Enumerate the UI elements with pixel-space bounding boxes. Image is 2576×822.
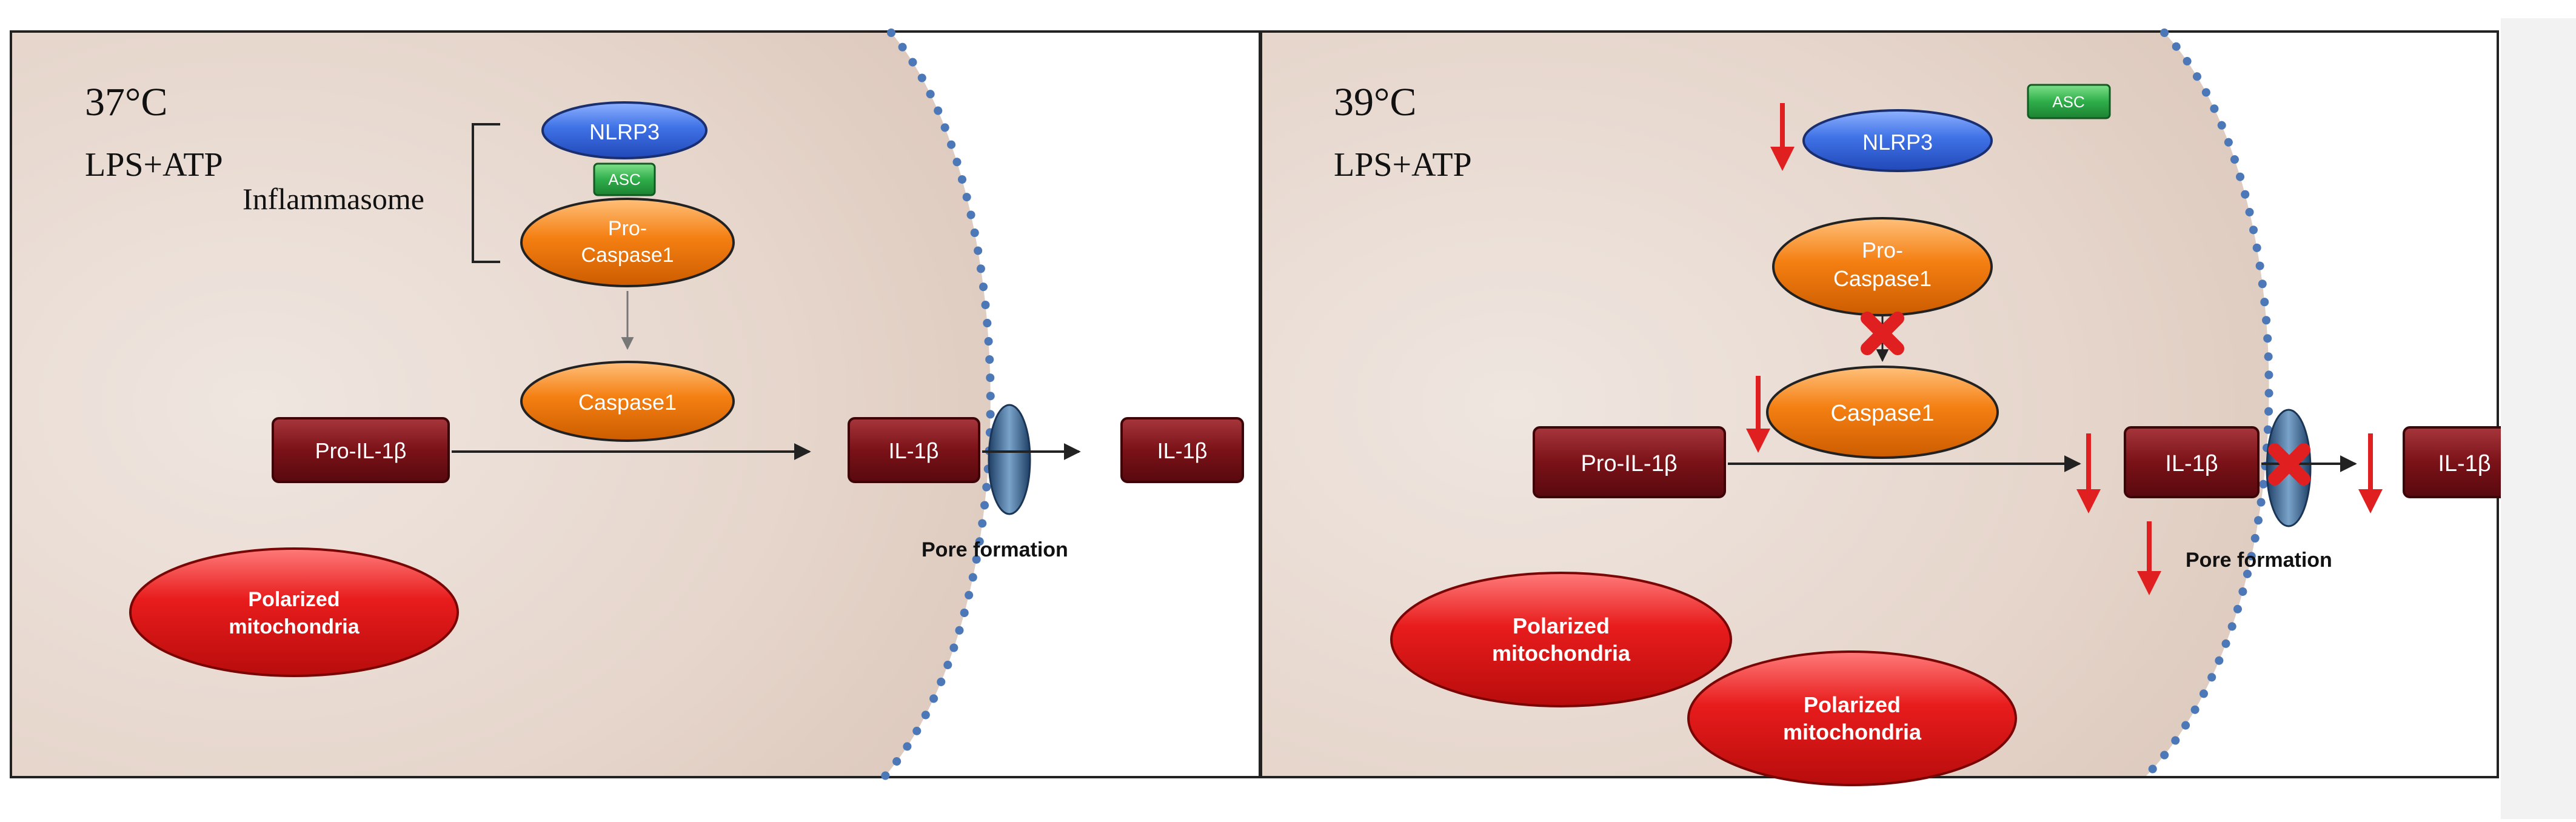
asc-node: ASC (2027, 84, 2111, 119)
pro-caspase1-node: Pro- Caspase1 (1772, 217, 1993, 316)
blocked-cross-icon (1861, 312, 1904, 355)
temperature-label: 39°C (1334, 80, 1416, 124)
asc-label: ASC (2052, 93, 2084, 111)
nlrp3-label: NLRP3 (1862, 130, 1933, 155)
asc-label: ASC (608, 170, 640, 189)
pore-icon (988, 404, 1031, 515)
cell-membrane (881, 28, 995, 780)
pro-il1b-node: Pro-IL-1β (1533, 426, 1726, 498)
il1b-outside-node: IL-1β (2403, 426, 2526, 498)
inflammasome-label: Inflammasome (243, 182, 424, 216)
inflammasome-bracket (472, 123, 500, 263)
pore-formation-label: Pore formation (922, 538, 1068, 561)
mitochondria-label-line1: Polarized (1804, 692, 1901, 717)
mitochondria-label-line1: Polarized (1513, 613, 1610, 638)
mitochondria-label-line1: Polarized (248, 588, 340, 611)
caspase1-node: Caspase1 (1766, 366, 1999, 459)
il1b-outside-node: IL-1β (1120, 417, 1244, 483)
pro-caspase1-label-line1: Pro- (1862, 238, 1903, 262)
il1b-inside-node: IL-1β (2124, 426, 2260, 498)
pro-caspase1-label-line2: Caspase1 (581, 244, 674, 267)
pore-formation-label: Pore formation (2186, 549, 2332, 572)
il1b-inside-label: IL-1β (2165, 451, 2218, 476)
caspase1-node: Caspase1 (520, 361, 735, 442)
pro-caspase1-node: Pro- Caspase1 (520, 198, 735, 287)
mitochondria-node: Polarized mitochondria (129, 547, 459, 677)
mitochondria-node-b: Polarized mitochondria (1687, 650, 2017, 786)
nlrp3-node: NLRP3 (541, 101, 708, 159)
pro-caspase1-label-line1: Pro- (608, 217, 647, 240)
il1b-inside-label: IL-1β (889, 438, 939, 463)
mitochondria-node-a: Polarized mitochondria (1390, 572, 1732, 707)
il1b-inside-node: IL-1β (848, 417, 980, 483)
nlrp3-node: NLRP3 (1802, 109, 1993, 172)
nlrp3-label: NLRP3 (589, 119, 660, 144)
caspase1-label: Caspase1 (578, 390, 677, 415)
pro-il1b-node: Pro-IL-1β (272, 417, 450, 483)
mitochondria-label-line2: mitochondria (1492, 641, 1631, 666)
panel-39c: 39°C LPS+ATP NLRP3 ASC Pro- Caspase1 Cas… (1260, 28, 2526, 786)
mitochondria-label-line2: mitochondria (229, 615, 360, 638)
pro-il1b-label: Pro-IL-1β (315, 438, 407, 463)
pro-il1b-label: Pro-IL-1β (1581, 451, 1677, 476)
pro-caspase1-label-line2: Caspase1 (1833, 266, 1932, 291)
asc-node: ASC (593, 162, 656, 196)
stimulus-label: LPS+ATP (85, 146, 223, 184)
panel-37c: 37°C LPS+ATP Inflammasome NLRP3 ASC Pro-… (10, 28, 1261, 780)
stimulus-label: LPS+ATP (1334, 146, 1472, 184)
cell-membrane (2142, 28, 2273, 780)
temperature-label: 37°C (85, 80, 167, 124)
cytoplasm (12, 33, 991, 776)
blocked-cross-icon (2268, 443, 2310, 486)
mitochondria-label-line2: mitochondria (1783, 720, 1922, 744)
il1b-outside-label: IL-1β (1157, 438, 1208, 463)
caspase1-label: Caspase1 (1830, 401, 1934, 426)
edge-strip (2501, 18, 2576, 819)
il1b-outside-label: IL-1β (2438, 451, 2491, 476)
